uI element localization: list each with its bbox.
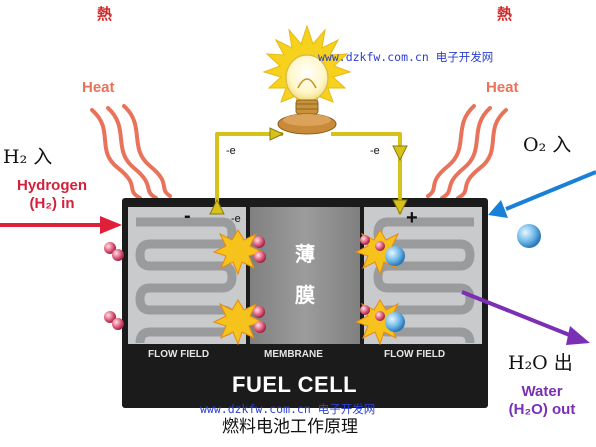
diagram-caption: 燃料电池工作原理 <box>222 417 358 437</box>
heat-label-right: Heat <box>486 79 519 96</box>
external-circuit-wire <box>215 132 402 214</box>
electron-label-right: -e <box>370 145 380 157</box>
watermark-bottom: www.dzkfw.com.cn 电子开发网 <box>200 402 376 416</box>
oxygen-molecule-icon <box>385 224 541 332</box>
heat-hanzi-right: 熱 <box>497 5 513 23</box>
electron-flow-arrows <box>209 127 408 216</box>
flow-field-right-label: FLOW FIELD <box>384 349 446 360</box>
heat-label-left: Heat <box>82 79 115 96</box>
heat-waves-left-icon <box>90 104 172 200</box>
anode-electron-label: -e <box>231 213 241 225</box>
membrane-layer <box>250 207 360 364</box>
cathode-sign: + <box>406 207 418 229</box>
oxygen-in-arrow <box>488 170 596 218</box>
anode-sign: - <box>184 205 191 227</box>
light-bulb-icon <box>262 24 352 135</box>
h2o-out-label: H₂O 出 <box>508 352 573 374</box>
membrane-label: MEMBRANE <box>264 349 323 360</box>
o2-in-label: O₂ 入 <box>523 134 572 156</box>
hydrogen-in-arrow <box>0 216 122 234</box>
water-out-label: Water (H₂O) out <box>488 384 596 417</box>
hydrogen-in-label: Hydrogen (H₂) in <box>0 178 104 211</box>
hydrogen-molecule-icon <box>104 235 385 333</box>
membrane-char-1: 薄 <box>295 242 315 266</box>
watermark-top: www.dzkfw.com.cn 电子开发网 <box>318 50 494 64</box>
water-out-line1: Water <box>521 383 563 400</box>
heat-waves-right-icon <box>426 104 508 200</box>
h2-in-label: H₂ 入 <box>3 146 53 168</box>
hydrogen-in-line2: (H₂) in <box>29 195 75 212</box>
heat-hanzi-left: 熱 <box>97 5 113 23</box>
flow-field-left-label: FLOW FIELD <box>148 349 210 360</box>
electron-label-left: -e <box>226 145 236 157</box>
membrane-char-2: 膜 <box>295 283 315 307</box>
fuel-cell-title: FUEL CELL <box>232 372 358 397</box>
water-out-line2: (H₂O) out <box>508 401 576 418</box>
hydrogen-in-line1: Hydrogen <box>16 177 87 194</box>
water-out-arrow <box>461 290 590 345</box>
